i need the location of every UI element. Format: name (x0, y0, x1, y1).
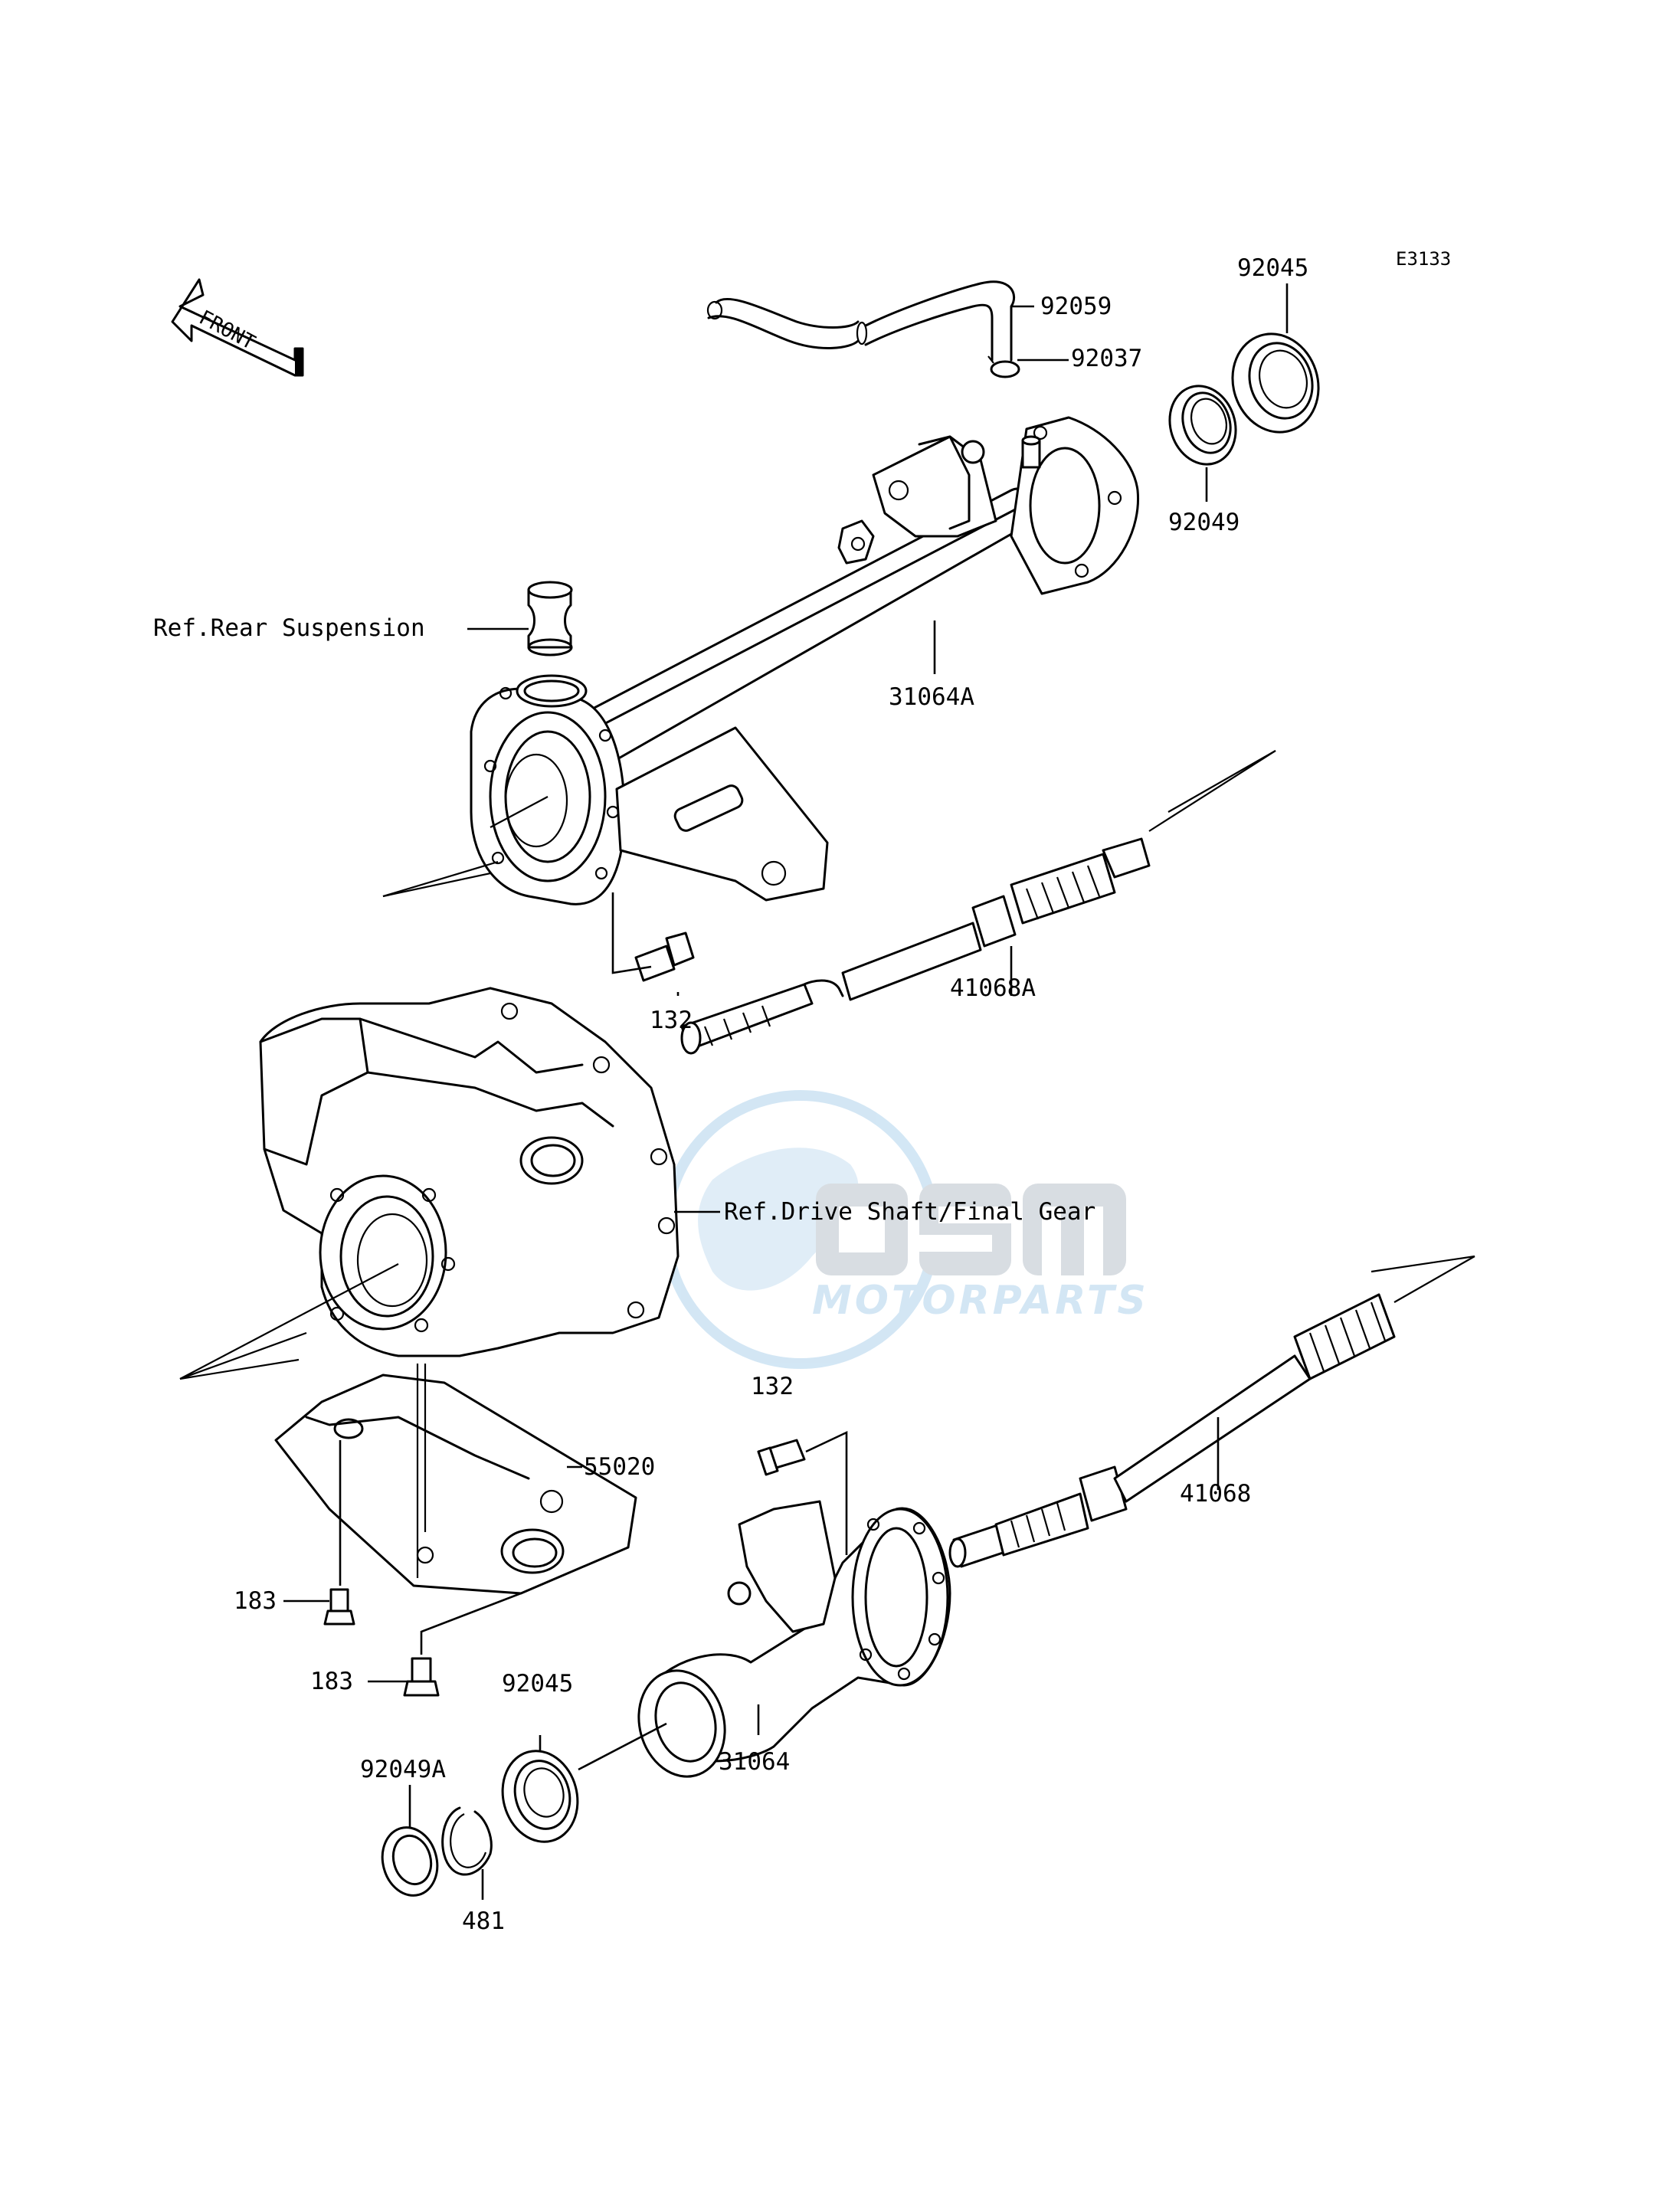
watermark-tagline: MOTORPARTS (812, 1278, 1149, 1324)
label-92059: 92059 (1040, 293, 1112, 320)
hose-clip (987, 355, 1020, 378)
oil-seal-top (1168, 385, 1237, 466)
label-92045-top: 92045 (1237, 254, 1308, 282)
bearing-bottom (501, 1722, 667, 1843)
breather-hose (706, 280, 1016, 362)
label-31064: 31064 (719, 1748, 790, 1776)
suspension-bushing (527, 581, 573, 656)
bearing-top (1231, 332, 1320, 434)
label-41068A: 41068A (950, 974, 1036, 1002)
label-481: 481 (462, 1907, 505, 1935)
label-132-top: 132 (650, 1007, 693, 1034)
axle-housing-lower (637, 1500, 951, 1778)
front-arrow-icon: FRONT (171, 278, 304, 377)
label-31064A: 31064A (889, 683, 974, 711)
watermark-logo: MOTORPARTS (661, 1090, 1149, 1369)
label-132-bottom: 132 (751, 1373, 794, 1400)
ref-drive-shaft: Ref.Drive Shaft/Final Gear (724, 1198, 1095, 1226)
bolt-132-top (611, 892, 695, 982)
bolt-183-a (323, 1440, 355, 1626)
label-55020: 55020 (584, 1453, 655, 1481)
front-label: FRONT (195, 306, 259, 355)
part-labels: 92059 92037 92045 92049 31064A Ref.Rear … (153, 254, 1308, 1935)
ref-rear-suspension: Ref.Rear Suspension (153, 614, 425, 642)
axle-shaft-upper (680, 750, 1276, 1055)
oil-seal-bottom (381, 1826, 439, 1897)
axle-housing-upper (382, 416, 1140, 905)
circlip (441, 1806, 493, 1876)
label-92049: 92049 (1168, 509, 1240, 536)
leader-lines (283, 283, 1289, 1900)
label-41068: 41068 (1180, 1480, 1251, 1508)
final-gear-case (179, 987, 680, 1380)
bolt-183-b (403, 1592, 522, 1697)
label-92049A: 92049A (360, 1756, 446, 1783)
label-92045-bottom: 92045 (502, 1670, 573, 1698)
axle-shaft-lower (948, 1255, 1475, 1568)
bolt-132-bottom (757, 1430, 848, 1555)
label-183-b: 183 (310, 1668, 353, 1695)
skid-plate (274, 1364, 637, 1595)
watermark-brand (816, 1184, 1126, 1275)
label-183-a: 183 (234, 1587, 277, 1615)
diagram-code: E3133 (1396, 248, 1451, 270)
label-92037: 92037 (1071, 345, 1142, 372)
